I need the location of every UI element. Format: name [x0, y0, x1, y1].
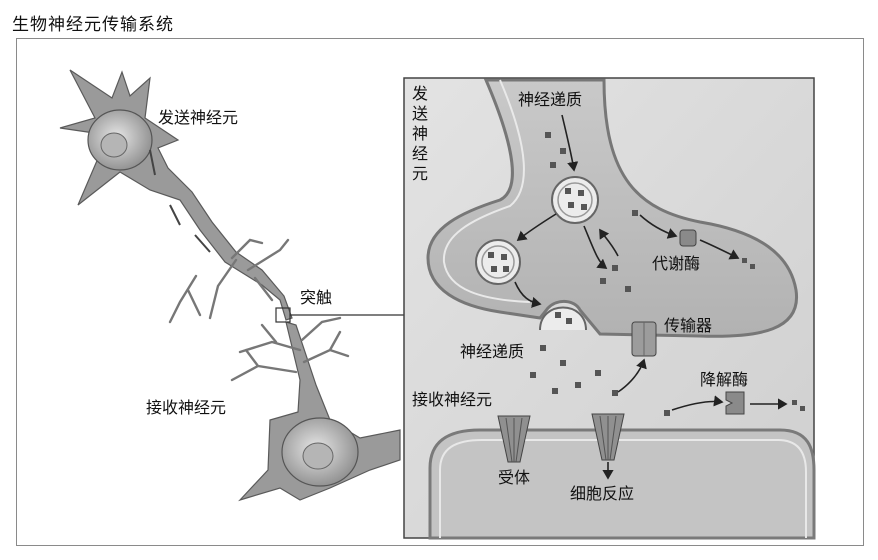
receptor-shape: [497, 415, 531, 463]
flow-arrows: [514, 114, 788, 480]
label-metabolic-enzyme: 代谢酶: [652, 254, 701, 273]
label-synapse: 突触: [300, 288, 333, 307]
figure-title: 生物神经元传输系统: [12, 15, 174, 35]
degrading-enzyme-shape: [725, 391, 745, 415]
label-receptor: 受体: [498, 468, 531, 487]
label-degrading-enzyme: 降解酶: [700, 370, 749, 389]
label-transporter: 传输器: [664, 316, 713, 335]
label-neurotransmitter-mid: 神经递质: [460, 342, 525, 361]
metabolic-enzyme-shape: [679, 229, 697, 247]
label-cell-response: 细胞反应: [570, 484, 635, 503]
receptor-shape: [591, 413, 625, 461]
receiving-neuron: [230, 316, 401, 502]
label-inset-sending-neuron: 发送神经元: [412, 84, 429, 183]
sending-neuron: [59, 69, 293, 324]
figure-frame: [16, 38, 864, 546]
transporter-shape: [631, 321, 657, 357]
vesicle: [475, 239, 521, 285]
neurotransmitter-molecules: [530, 132, 805, 416]
vesicle-fusing: [539, 306, 587, 331]
vesicle: [551, 176, 599, 224]
label-receiving-neuron: 接收神经元: [146, 398, 227, 417]
synapse-inset: [403, 77, 816, 540]
label-inset-receiving-neuron: 接收神经元: [412, 390, 493, 409]
label-sending-neuron: 发送神经元: [158, 108, 239, 127]
label-neurotransmitter-top: 神经递质: [518, 90, 583, 109]
